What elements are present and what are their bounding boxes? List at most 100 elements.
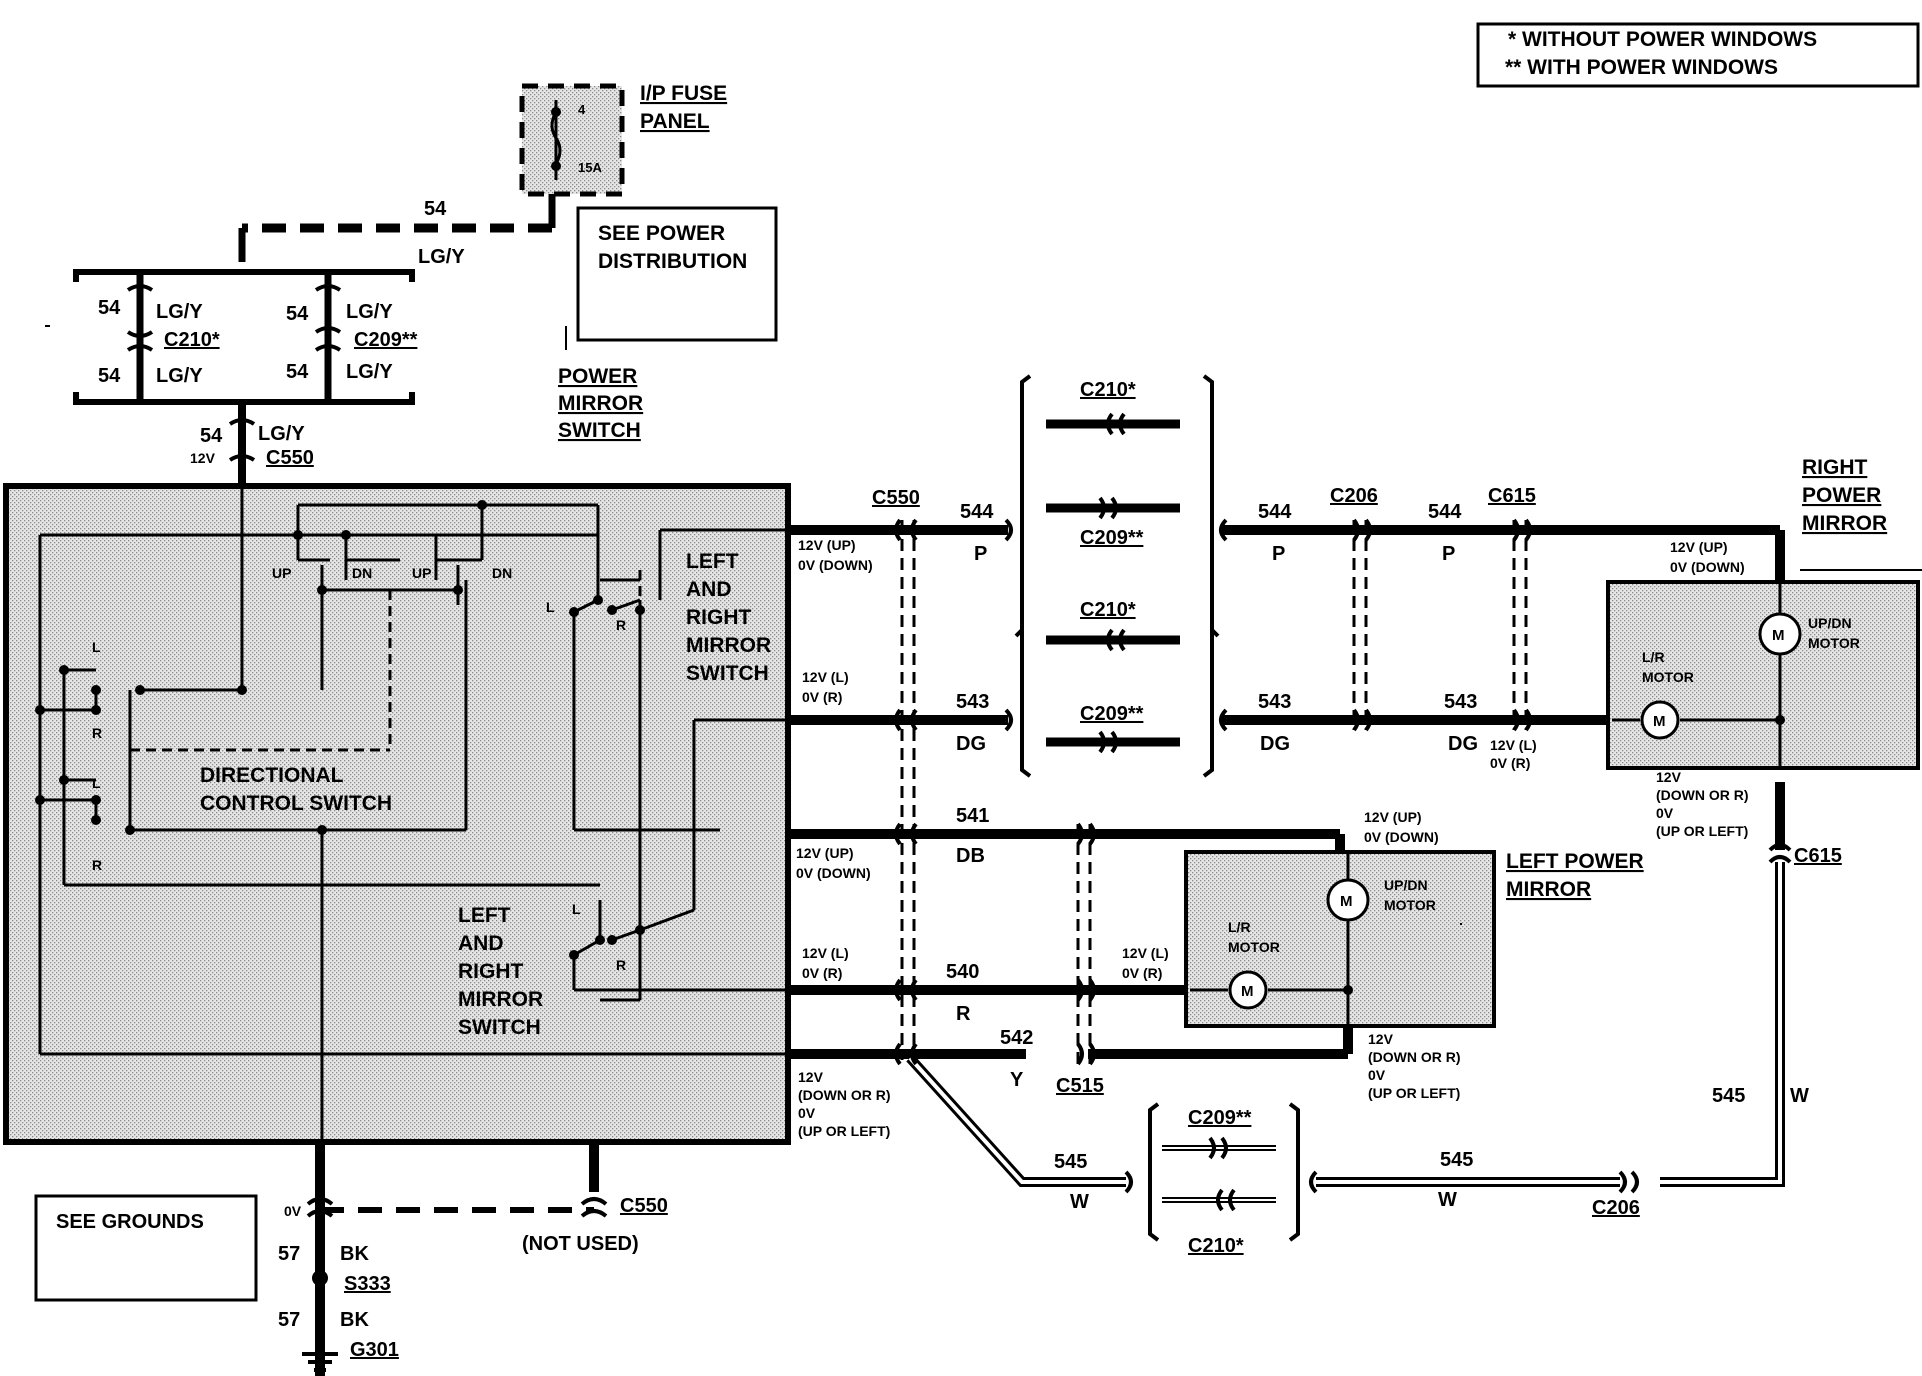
- wire-544-color-1: P: [974, 543, 987, 565]
- left-updn-motor-m: M: [1340, 893, 1353, 910]
- s333-label: S333: [344, 1273, 391, 1295]
- c209-top-wire-num: 54: [286, 303, 309, 325]
- fuse-panel-title-1: I/P FUSE: [640, 82, 727, 105]
- v-left-updn-b: 0V (DOWN): [1364, 829, 1439, 845]
- ground-wire-color-1: BK: [340, 1243, 369, 1265]
- middle-option-connectors: C210* C209** C210* C209**: [1014, 374, 1220, 778]
- left-updn-2: MOTOR: [1384, 897, 1436, 913]
- c209-opt-label: C209**: [354, 329, 418, 351]
- wire-543-num-2: 543: [1258, 691, 1291, 713]
- c615-label-right: C615: [1794, 845, 1842, 867]
- switch-feed-wire-color: LG/Y: [258, 423, 305, 445]
- c210-bot-wire-num: 54: [98, 365, 121, 387]
- right-mirror-title-1: RIGHT: [1802, 456, 1868, 479]
- lr-mirror-switch-upper-5: SWITCH: [686, 662, 769, 685]
- sw-up-2: UP: [412, 565, 431, 581]
- left-updn-motor-icon: [1326, 878, 1370, 922]
- v-right-updn-b: 0V (DOWN): [1670, 559, 1745, 575]
- wire-545-num-2: 545: [1440, 1149, 1473, 1171]
- lr-mirror-switch-lower-4: MIRROR: [458, 988, 543, 1011]
- left-power-mirror: M M UP/DN MOTOR L/R MOTOR LEFT POWER MIR…: [1184, 850, 1644, 1028]
- v-544-b: 0V (DOWN): [798, 557, 873, 573]
- wire-543-num-3: 543: [1444, 691, 1477, 713]
- feed-wire-54: 54 LG/Y: [238, 194, 556, 268]
- v-542-d: (UP OR LEFT): [798, 1123, 890, 1139]
- right-updn-motor-icon: [1758, 612, 1802, 656]
- v-540-b: 0V (R): [802, 965, 842, 981]
- dir-switch-label-1: DIRECTIONAL: [200, 764, 344, 787]
- v-left-ret-d: (UP OR LEFT): [1368, 1085, 1460, 1101]
- left-mirror-title-1: LEFT POWER: [1506, 850, 1644, 873]
- mid-c209-label-2: C209**: [1080, 703, 1144, 725]
- mid-c210-label-1: C210*: [1080, 379, 1136, 401]
- wire-543-num-1: 543: [956, 691, 989, 713]
- v-right-ret-b: (DOWN OR R): [1656, 787, 1749, 803]
- not-used-label: (NOT USED): [522, 1233, 639, 1255]
- wire-544-color-3: P: [1442, 543, 1455, 565]
- v-540-a: 12V (L): [802, 945, 849, 961]
- lr-sw-l-1: L: [546, 599, 555, 615]
- ground-wire-num-1: 57: [278, 1243, 300, 1265]
- wire-541-color: DB: [956, 845, 985, 867]
- c210-top-wire-num: 54: [98, 297, 121, 319]
- ground-wire-color-2: BK: [340, 1309, 369, 1331]
- switch-feed-voltage: 12V: [190, 450, 216, 466]
- sw-dn-1: DN: [352, 565, 372, 581]
- v-541-a: 12V (UP): [796, 845, 854, 861]
- ground-voltage: 0V: [284, 1203, 302, 1219]
- legend-box: * WITHOUT POWER WINDOWS ** WITH POWER WI…: [1476, 22, 1920, 88]
- mid-c209-label-1: C209**: [1080, 527, 1144, 549]
- feed-wire-color: LG/Y: [418, 246, 465, 268]
- right-lr-motor-icon: [1640, 700, 1680, 740]
- v-542-c: 0V: [798, 1105, 816, 1121]
- lr-mirror-switch-upper-2: AND: [686, 578, 732, 601]
- see-power-2: DISTRIBUTION: [598, 250, 747, 273]
- c615-label-top: C615: [1488, 485, 1536, 507]
- c209-top-wire-color: LG/Y: [346, 301, 393, 323]
- switch-feed-wire-num: 54: [200, 425, 223, 447]
- power-mirror-switch-title: POWER MIRROR SWITCH: [558, 365, 643, 442]
- right-updn-2: MOTOR: [1808, 635, 1860, 651]
- c210-top-wire-color: LG/Y: [156, 301, 203, 323]
- fuse-panel-title-2: PANEL: [640, 110, 710, 133]
- v-left-lr-a: 12V (L): [1122, 945, 1169, 961]
- ip-fuse-panel: 4 15A I/P FUSE PANEL: [519, 82, 727, 197]
- right-power-mirror: M M UP/DN MOTOR L/R MOTOR RIGHT POWER MI…: [1606, 456, 1922, 770]
- v-left-ret-b: (DOWN OR R): [1368, 1049, 1461, 1065]
- v-right-lr-a: 12V (L): [1490, 737, 1537, 753]
- dir-sw-l-1: L: [92, 639, 101, 655]
- wire-543-color-2: DG: [1260, 733, 1290, 755]
- v-543-a: 12V (L): [802, 669, 849, 685]
- wire-541-num: 541: [956, 805, 989, 827]
- option-connector-block: 54 LG/Y C210* 54 LG/Y 54 LG/Y C209** 54 …: [45, 269, 418, 405]
- ground-section: SEE GROUNDS 0V C550 (NOT USED) 57 BK S33…: [34, 1194, 668, 1372]
- wire-543-color-1: DG: [956, 733, 986, 755]
- output-wires: [315, 518, 1792, 1376]
- left-lr-2: MOTOR: [1228, 939, 1280, 955]
- wire-544-color-2: P: [1272, 543, 1285, 565]
- wire-540-color: R: [956, 1003, 971, 1025]
- wire-545-num-1: 545: [1054, 1151, 1087, 1173]
- wire-545-color-3: W: [1790, 1085, 1809, 1107]
- mid-c210-label-2: C210*: [1080, 599, 1136, 621]
- wire-544-num-2: 544: [1258, 501, 1292, 523]
- left-mirror-title-2: MIRROR: [1506, 878, 1591, 901]
- v-left-ret-c: 0V: [1368, 1067, 1386, 1083]
- right-updn-1: UP/DN: [1808, 615, 1852, 631]
- legend-line-1: * WITHOUT POWER WINDOWS: [1508, 28, 1817, 51]
- v-left-updn-a: 12V (UP): [1364, 809, 1422, 825]
- v-543-b: 0V (R): [802, 689, 842, 705]
- wire-545-num-3: 545: [1712, 1085, 1745, 1107]
- switch-feed-wire: 54 LG/Y 12V C550: [190, 402, 314, 486]
- v-541-b: 0V (DOWN): [796, 865, 871, 881]
- left-lr-1: L/R: [1228, 919, 1251, 935]
- v-right-ret-c: 0V: [1656, 805, 1674, 821]
- c209-bot-wire-num: 54: [286, 361, 309, 383]
- lr-mirror-switch-upper-3: RIGHT: [686, 606, 752, 629]
- right-lr-2: MOTOR: [1642, 669, 1694, 685]
- legend-line-2: ** WITH POWER WINDOWS: [1505, 56, 1778, 79]
- wire-543-color-3: DG: [1448, 733, 1478, 755]
- v-right-lr-b: 0V (R): [1490, 755, 1530, 771]
- fuse-amps: 15A: [578, 160, 602, 175]
- feed-wire-num: 54: [424, 198, 447, 220]
